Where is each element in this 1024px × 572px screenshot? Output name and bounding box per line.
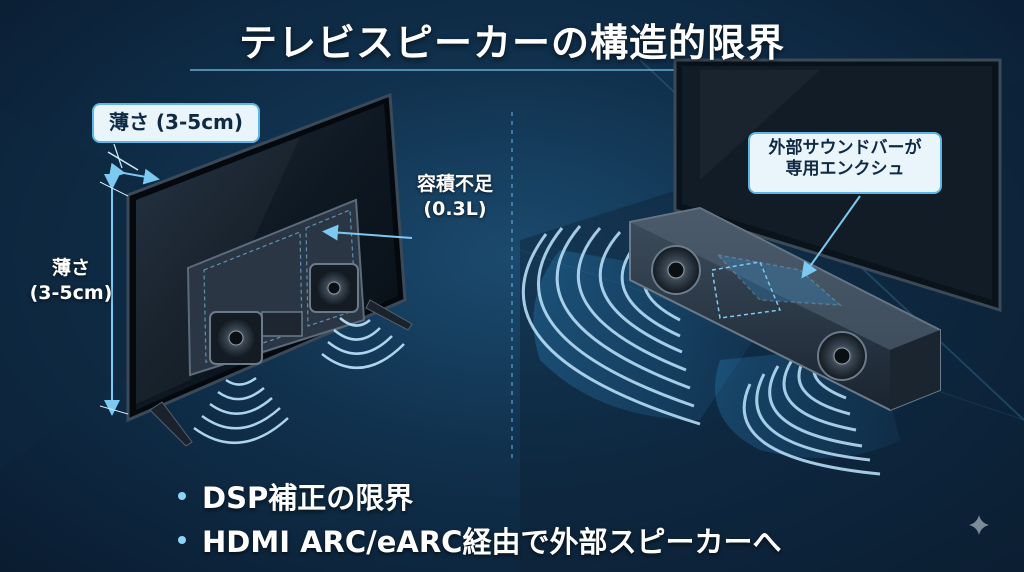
page-title: テレビスピーカーの構造的限界 — [238, 21, 785, 65]
thin-tv — [126, 92, 413, 447]
bullet-item: DSP補正の限界 — [178, 474, 938, 518]
bullet-dot-icon — [178, 492, 186, 500]
sound-wave-icon — [193, 317, 405, 445]
bullet-item: HDMI ARC/eARC経由で外部スピーカーへ — [178, 518, 938, 562]
bullet-text: HDMI ARC/eARC経由で外部スピーカーへ — [202, 525, 782, 559]
volume-label: 容積不足 (0.3L) — [396, 172, 514, 221]
speaker-driver-icon — [817, 331, 867, 381]
bullet-text: DSP補正の限界 — [202, 481, 414, 515]
height-label: 薄さ (3-5cm) — [28, 256, 114, 305]
thickness-callout-text: 薄さ (3-5cm) — [108, 110, 244, 134]
sparkle-icon — [969, 515, 989, 535]
thickness-callout: 薄さ (3-5cm) — [92, 103, 260, 143]
enclosure-pointer-arrow — [801, 195, 861, 279]
volume-pointer-arrow — [322, 224, 413, 241]
speaker-driver-icon — [309, 263, 359, 313]
soundbar-callout-line2: 専用エンクシュ — [785, 159, 905, 180]
speaker-driver-icon — [651, 245, 701, 295]
volume-label-line2: (0.3L) — [423, 197, 487, 220]
bullet-list: DSP補正の限界 HDMI ARC/eARC経由で外部スピーカーへ — [178, 474, 938, 562]
soundbar-callout: 外部サウンドバーが 専用エンクシュ — [748, 132, 942, 194]
sound-wave-icon — [521, 225, 900, 476]
soundbar-callout-line1: 外部サウンドバーが — [768, 138, 922, 158]
bullet-dot-icon — [178, 536, 186, 544]
speaker-driver-icon — [209, 311, 263, 365]
height-label-line2: (3-5cm) — [29, 281, 113, 304]
volume-label-line1: 容積不足 — [416, 173, 493, 195]
height-label-line1: 薄さ — [51, 257, 90, 279]
